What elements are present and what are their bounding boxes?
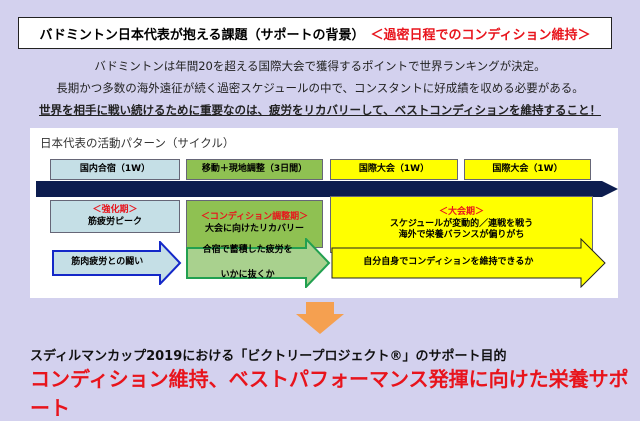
- intro-line-1: バドミントンは年間20を超える国際大会で獲得するポイントで世界ランキングが決定。: [94, 59, 546, 73]
- title-main: バドミントン日本代表が抱える課題（サポートの背景）: [39, 27, 365, 43]
- support-subtitle: スディルマンカップ2019における「ビクトリープロジェクト®」のサポート目的: [30, 349, 507, 364]
- cycle-panel: 日本代表の活動パターン（サイクル） 国内合宿（1W） 移動＋現地調整（3日間） …: [30, 128, 618, 298]
- title-highlight: ＜過密日程でのコンディション維持＞: [370, 27, 591, 43]
- title-box: バドミントン日本代表が抱える課題（サポートの背景） ＜過密日程でのコンディション…: [18, 17, 612, 49]
- down-arrow-icon: [296, 302, 344, 334]
- challenge-arrow-2: 合宿で蓄積した疲労をいかに抜くか: [186, 236, 331, 290]
- period-strengthening: ＜強化期＞筋疲労ピーク: [50, 200, 180, 233]
- intro-line-2: 長期かつ多数の海外遠征が続く過密スケジュールの中で、コンスタントに好成績を収める…: [56, 81, 584, 95]
- phase-travel-adjust: 移動＋現地調整（3日間）: [186, 159, 323, 180]
- support-headline: コンディション維持、ベストパフォーマンス発揮に向けた栄養サポート: [30, 367, 629, 420]
- period-tournament: ＜大会期＞スケジュールが変動的／連戦を戦う海外で栄養バランスが偏りがち: [330, 196, 593, 253]
- phase-domestic-camp: 国内合宿（1W）: [50, 159, 180, 180]
- challenge-arrow-3: 自分自身でコンディションを維持できるか: [331, 237, 607, 289]
- emphasis-line: 世界を相手に戦い続けるために重要なのは、疲労をリカバリーして、ベストコンディショ…: [39, 103, 601, 117]
- timeline-arrow: [36, 181, 618, 197]
- cycle-title: 日本代表の活動パターン（サイクル）: [40, 136, 235, 150]
- phase-international-1: 国際大会（1W）: [330, 159, 458, 180]
- phase-international-2: 国際大会（1W）: [464, 159, 591, 180]
- challenge-arrow-1: 筋肉疲労との闘い: [52, 239, 182, 287]
